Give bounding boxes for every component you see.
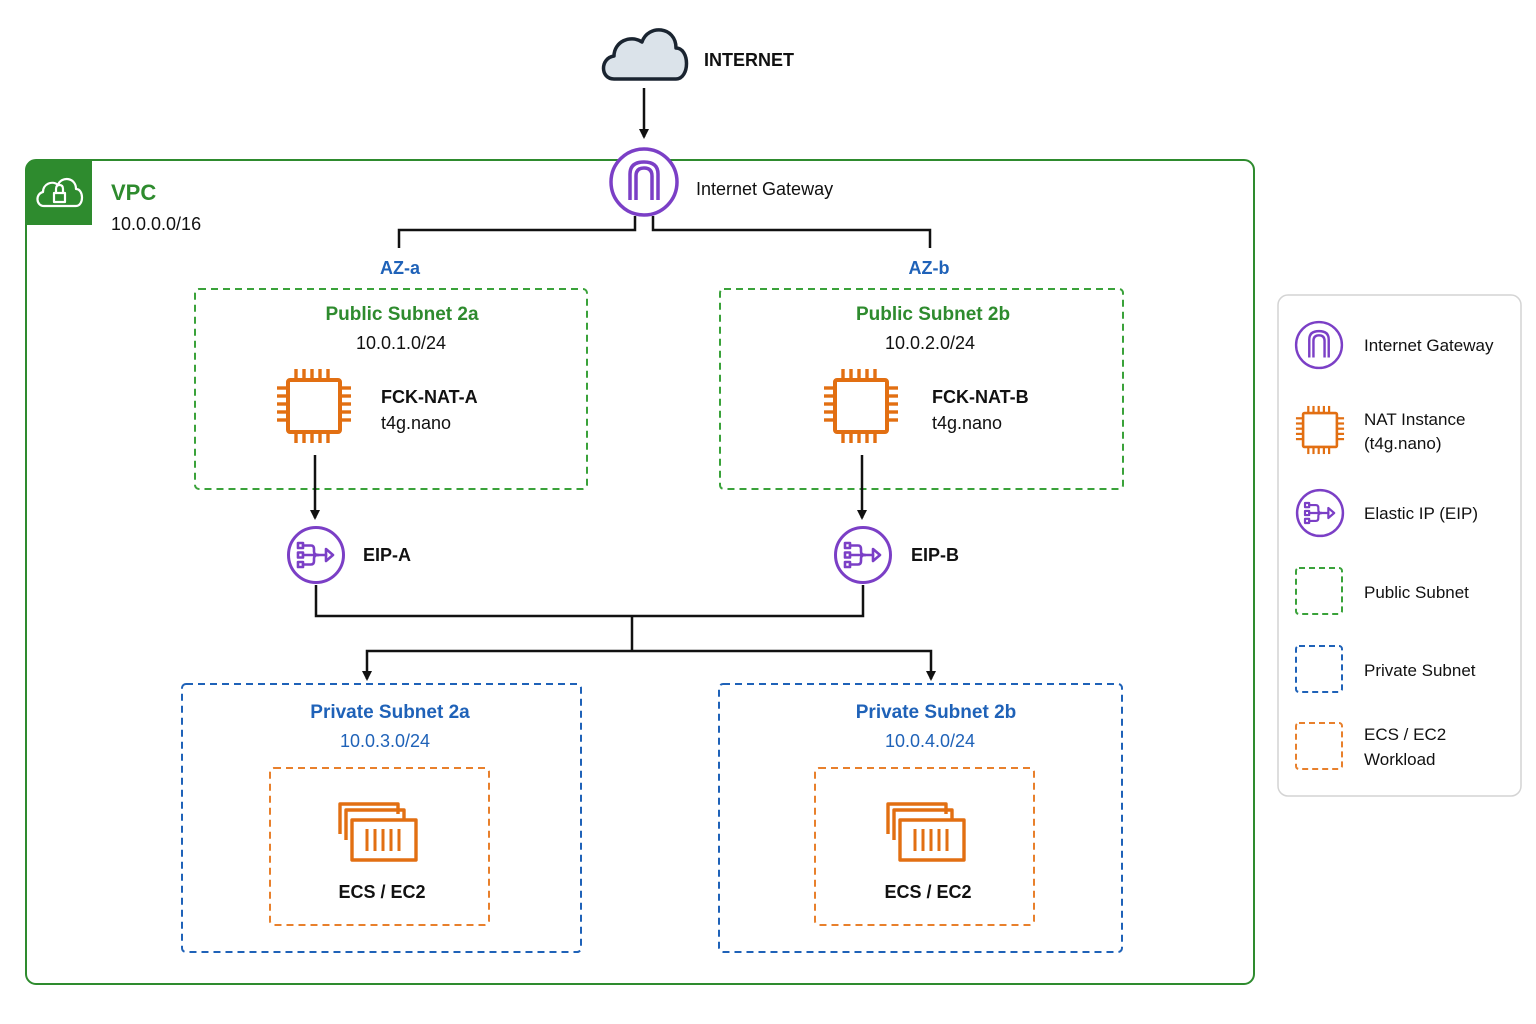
nat-b-chip-icon xyxy=(822,367,900,445)
legend-label-internet-gateway: Internet Gateway xyxy=(1364,336,1494,355)
eip-b-label: EIP-B xyxy=(911,545,959,565)
workload-2b-border xyxy=(814,767,1035,926)
eip-b-icon xyxy=(834,526,892,584)
workload-2a-label: ECS / EC2 xyxy=(338,882,425,902)
igw-to-az-b-line xyxy=(651,216,932,248)
internet-label: INTERNET xyxy=(704,50,794,70)
private-subnet-2b-border xyxy=(718,683,1123,953)
legend-item-internet-gateway: Internet Gateway xyxy=(1294,320,1494,370)
internet-gateway-node: Internet Gateway xyxy=(609,147,833,217)
public-subnet-2a-title: Public Subnet 2a xyxy=(325,304,479,325)
nat-b-name: FCK-NAT-B xyxy=(932,387,1029,407)
nat-b-type: t4g.nano xyxy=(932,413,1002,433)
internet-gateway-icon xyxy=(1294,320,1344,370)
public-subnet-2b-title: Public Subnet 2b xyxy=(856,304,1010,325)
workload-swatch xyxy=(1295,722,1343,770)
junction-to-private-2a-arrow xyxy=(362,649,632,681)
private-subnet-2a-title: Private Subnet 2a xyxy=(310,702,470,723)
private-subnet-2a-cidr: 10.0.3.0/24 xyxy=(340,731,430,751)
nat-a-chip-icon xyxy=(275,367,353,445)
legend-item-nat-instance: NAT Instance (t4g.nano) xyxy=(1294,404,1465,456)
eip-b-to-junction-line xyxy=(632,585,865,618)
workload-2b: ECS / EC2 xyxy=(814,767,1035,926)
vpc-badge xyxy=(26,160,92,225)
nat-a-name: FCK-NAT-A xyxy=(381,387,478,407)
workload-2b-label: ECS / EC2 xyxy=(884,882,971,902)
workload-2a: ECS / EC2 xyxy=(269,767,490,926)
public-subnet-swatch xyxy=(1295,567,1343,615)
eip-a-label: EIP-A xyxy=(363,545,411,565)
eip-a-to-junction-line xyxy=(314,585,632,618)
igw-to-az-a-line xyxy=(397,216,637,248)
legend-label-public-subnet: Public Subnet xyxy=(1364,583,1469,602)
public-subnet-2a: Public Subnet 2a 10.0.1.0/24 FCK-NAT-A t… xyxy=(194,288,588,490)
legend-label-elastic-ip: Elastic IP (EIP) xyxy=(1364,504,1478,523)
legend-label-private-subnet: Private Subnet xyxy=(1364,661,1476,680)
eip-a-icon xyxy=(287,526,345,584)
public-subnet-2a-border xyxy=(194,288,588,490)
legend-label-workload-line2: Workload xyxy=(1364,750,1436,769)
eip-b-node: EIP-B xyxy=(834,526,959,584)
internet-gateway-icon xyxy=(609,147,679,217)
legend-label-workload-line1: ECS / EC2 xyxy=(1364,725,1446,744)
legend-item-private-subnet: Private Subnet xyxy=(1295,645,1476,693)
legend-box xyxy=(1277,294,1522,797)
legend-label-nat-line1: NAT Instance xyxy=(1364,410,1465,429)
private-subnet-2a-border xyxy=(181,683,582,953)
ecs-2b-container-icon xyxy=(886,802,966,862)
legend-item-workload: ECS / EC2 Workload xyxy=(1295,722,1446,770)
private-subnet-2b-cidr: 10.0.4.0/24 xyxy=(885,731,975,751)
private-subnet-2a: Private Subnet 2a 10.0.3.0/24 ECS / EC2 xyxy=(181,683,582,953)
ecs-2a-container-icon xyxy=(338,802,418,862)
vpc-cidr: 10.0.0.0/16 xyxy=(111,214,201,234)
private-subnet-2b: Private Subnet 2b 10.0.4.0/24 ECS / EC2 xyxy=(718,683,1123,953)
workload-2a-border xyxy=(269,767,490,926)
vpc-border xyxy=(25,159,1255,985)
legend: Internet Gateway NAT Instance (t4g.nano)… xyxy=(1277,294,1522,797)
junction-to-private-2b-arrow xyxy=(632,649,936,681)
legend-label-nat-line2: (t4g.nano) xyxy=(1364,434,1442,453)
az-b-label: AZ-b xyxy=(909,258,950,278)
vpc-cloud-lock-icon xyxy=(36,178,84,208)
eip-a-node: EIP-A xyxy=(287,526,411,584)
az-a-label: AZ-a xyxy=(380,258,421,278)
elastic-ip-icon xyxy=(1295,488,1345,538)
vpc-container: VPC 10.0.0.0/16 xyxy=(25,159,1255,985)
cloud-icon xyxy=(601,28,689,81)
public-subnet-2b: Public Subnet 2b 10.0.2.0/24 FCK-NAT-B t… xyxy=(719,288,1124,490)
igw-label: Internet Gateway xyxy=(696,179,833,199)
legend-item-public-subnet: Public Subnet xyxy=(1295,567,1469,615)
nat-a-type: t4g.nano xyxy=(381,413,451,433)
private-subnet-swatch xyxy=(1295,645,1343,693)
private-subnet-2b-title: Private Subnet 2b xyxy=(856,702,1017,723)
public-subnet-2a-cidr: 10.0.1.0/24 xyxy=(356,333,446,353)
public-subnet-2b-border xyxy=(719,288,1124,490)
public-subnet-2b-cidr: 10.0.2.0/24 xyxy=(885,333,975,353)
vpc-title: VPC xyxy=(111,180,156,205)
internet-node: INTERNET xyxy=(601,28,794,81)
legend-item-elastic-ip: Elastic IP (EIP) xyxy=(1295,488,1478,538)
